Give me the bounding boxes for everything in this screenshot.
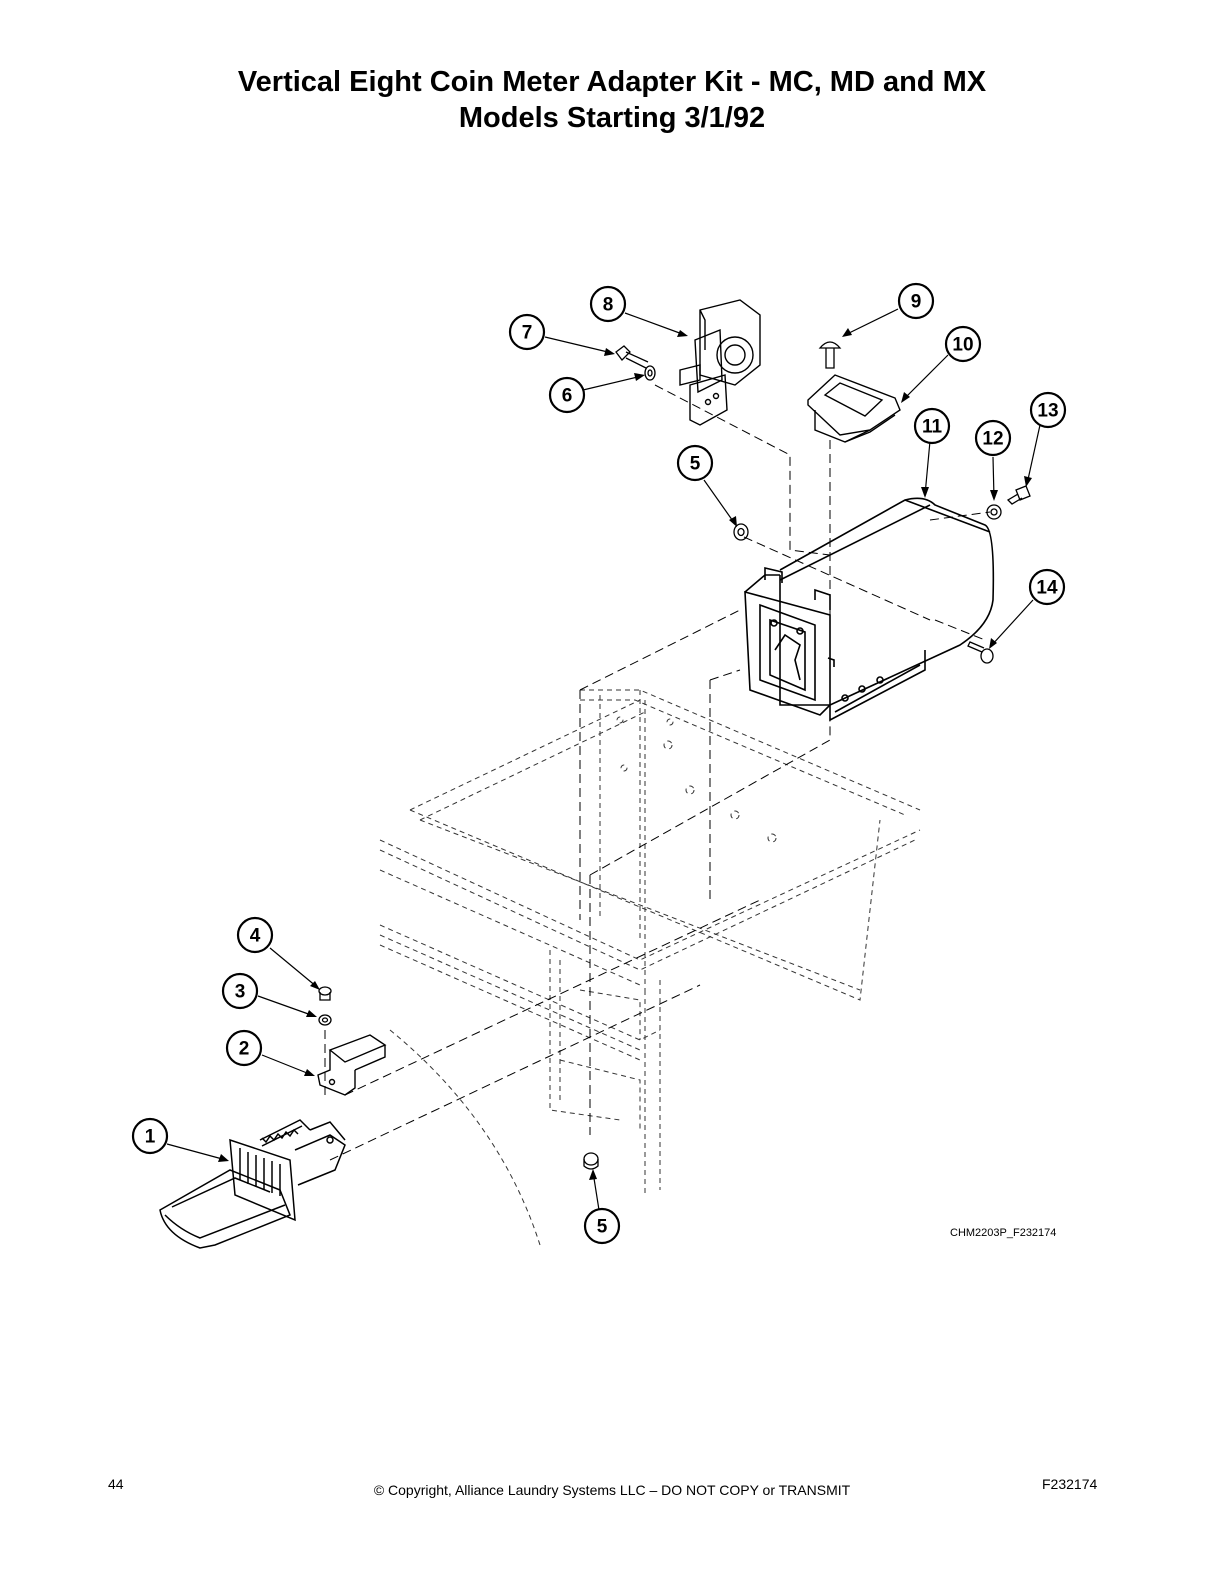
part-10-coin-chute <box>807 374 901 443</box>
arrowheads <box>218 328 1032 1180</box>
callout-13: 13 <box>1029 391 1067 429</box>
part-2-bracket <box>317 1034 387 1096</box>
callout-10-label: 10 <box>952 335 973 356</box>
callout-10: 10 <box>944 325 982 363</box>
part-11-meter-housing <box>744 497 995 722</box>
part-3-washer <box>318 1014 332 1026</box>
callout-8: 8 <box>589 285 627 323</box>
callout-12-label: 12 <box>982 429 1003 450</box>
part-12-nut <box>986 504 1002 520</box>
callout-8-label: 8 <box>603 295 614 316</box>
callout-11-label: 11 <box>922 417 943 438</box>
callout-5a: 5 <box>676 444 714 482</box>
callout-13-label: 13 <box>1037 401 1058 422</box>
callout-11: 11 <box>913 407 951 445</box>
callout-14: 14 <box>1028 568 1066 606</box>
callout-4: 4 <box>236 916 274 954</box>
part-5-nut-upper <box>733 523 749 541</box>
callout-12: 12 <box>974 419 1012 457</box>
callout-5a-label: 5 <box>690 454 701 475</box>
callout-5b: 5 <box>583 1207 621 1245</box>
page-title-line-1: Vertical Eight Coin Meter Adapter Kit - … <box>237 66 987 98</box>
callout-7-label: 7 <box>522 323 533 344</box>
part-13-screw <box>1006 485 1031 505</box>
part-6-washer <box>644 365 656 381</box>
part-8-counter-bracket <box>679 299 761 426</box>
figure-code: CHM2203P_F232174 <box>950 1227 1056 1239</box>
callout-2-label: 2 <box>239 1039 250 1060</box>
part-14-screw <box>967 641 994 664</box>
copyright-notice: © Copyright, Alliance Laundry Systems LL… <box>373 1482 851 1498</box>
footer-figure-id: F232174 <box>1042 1476 1098 1492</box>
page-number: 44 <box>108 1476 124 1492</box>
machine-frame-phantom <box>379 689 921 1246</box>
callout-14-label: 14 <box>1036 578 1058 599</box>
callout-9-label: 9 <box>911 292 922 313</box>
callout-7: 7 <box>508 313 546 351</box>
callout-1: 1 <box>131 1117 169 1155</box>
callout-9: 9 <box>897 282 935 320</box>
callout-5b-label: 5 <box>597 1217 608 1238</box>
page-title-line-2: Models Starting 3/1/92 <box>458 102 766 134</box>
callout-3-label: 3 <box>235 982 246 1003</box>
callout-6-label: 6 <box>562 386 573 407</box>
part-4-screw <box>318 986 332 1001</box>
part-7-screw <box>615 345 649 369</box>
part-1-coin-slide <box>159 1119 346 1249</box>
callout-1-label: 1 <box>145 1127 156 1148</box>
callout-2: 2 <box>225 1029 263 1067</box>
part-5-nut-lower <box>583 1152 599 1170</box>
leader-arrows <box>166 308 1041 1211</box>
alignment-lines <box>324 384 991 1161</box>
part-9-bolt <box>818 341 842 369</box>
callout-6: 6 <box>548 376 586 414</box>
callout-3: 3 <box>221 972 259 1010</box>
callout-4-label: 4 <box>250 926 261 947</box>
